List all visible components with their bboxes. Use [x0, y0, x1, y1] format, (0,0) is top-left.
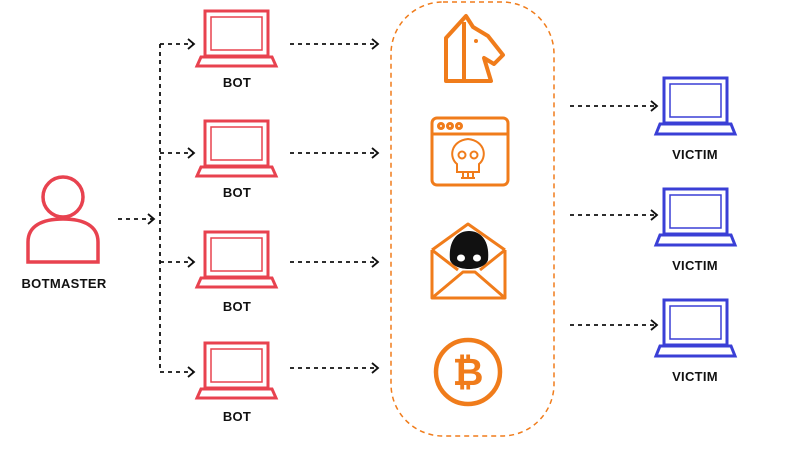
- bot-label-2: BOT: [222, 185, 252, 200]
- bot-label-4: BOT: [222, 409, 252, 424]
- arrows-bots-to-threats: [290, 38, 380, 374]
- hacker-mask-icon: [449, 231, 489, 269]
- arrows-bracket-to-bots: [160, 38, 196, 378]
- trojan-horse-icon: [444, 14, 505, 83]
- bot-laptop-icon-2: [194, 119, 279, 178]
- skull-icon: [451, 137, 485, 179]
- bot-label-3: BOT: [222, 299, 252, 314]
- victim-label-3: VICTIM: [672, 369, 718, 384]
- bot-laptop-icon-3: [194, 230, 279, 289]
- victim-laptop-icon-1: [653, 76, 738, 136]
- threats-container: [390, 1, 555, 437]
- botmaster-user-icon: [26, 175, 100, 264]
- bot-laptop-icon-1: [194, 9, 279, 68]
- bot-laptop-icon-4: [194, 341, 279, 400]
- victim-laptop-icon-3: [653, 298, 738, 358]
- victim-label-1: VICTIM: [672, 147, 718, 162]
- victim-laptop-icon-2: [653, 187, 738, 247]
- victim-label-2: VICTIM: [672, 258, 718, 273]
- svg-text:₿: ₿: [453, 350, 484, 394]
- arrows-threats-to-victims: [570, 100, 659, 331]
- botmaster-label: BOTMASTER: [21, 276, 107, 291]
- bot-label-1: BOT: [222, 75, 252, 90]
- malicious-browser-icon: [430, 116, 510, 187]
- phishing-email-icon: [430, 222, 507, 300]
- bitcoin-icon: ₿: [433, 337, 503, 407]
